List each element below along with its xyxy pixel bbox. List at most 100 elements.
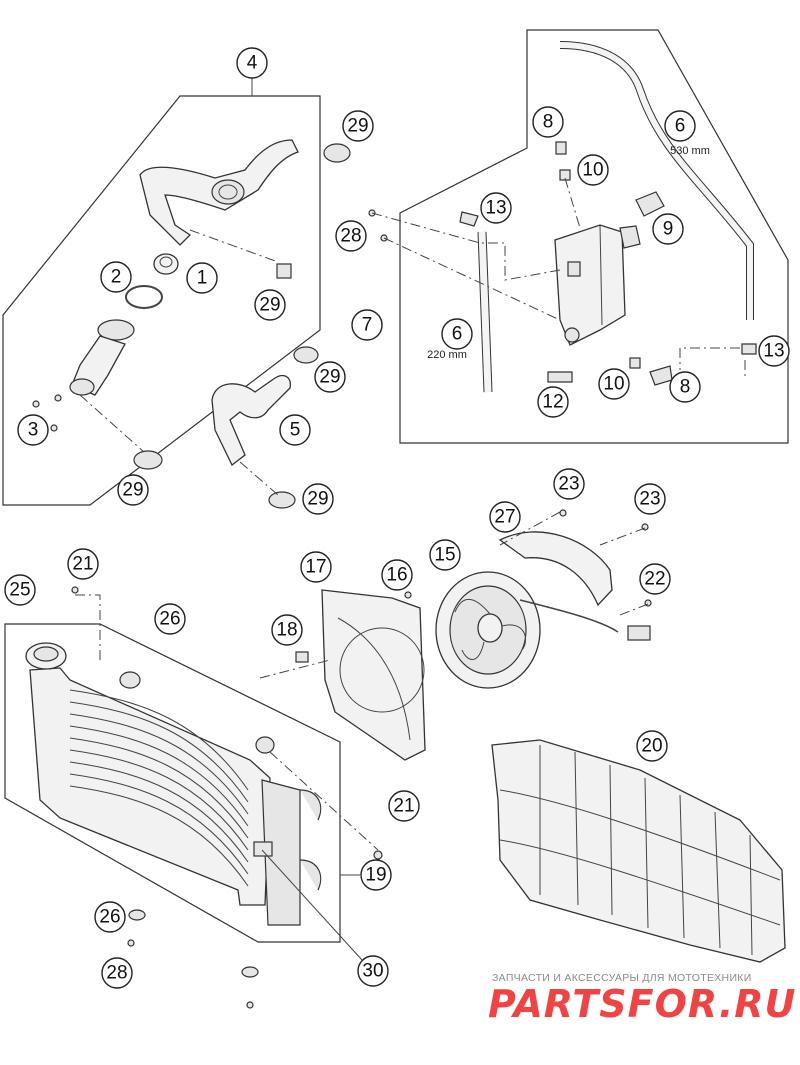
svg-text:23: 23 — [558, 474, 579, 495]
fan-shroud — [321, 589, 426, 761]
overflow-hose-short — [477, 231, 493, 393]
svg-text:21: 21 — [393, 796, 414, 817]
svg-text:13: 13 — [763, 341, 784, 362]
callout-5: 5 — [279, 414, 311, 446]
callout-29-bottom-right: 29 — [302, 483, 334, 515]
callout-28-top: 28 — [335, 220, 367, 252]
svg-text:6: 6 — [452, 324, 463, 345]
svg-text:28: 28 — [340, 226, 361, 247]
expansion-tank-group-frame — [399, 29, 789, 444]
tank-cap-and-fittings — [368, 141, 757, 386]
hose-clamp-insert — [276, 263, 292, 279]
svg-text:13: 13 — [485, 198, 506, 219]
svg-text:1: 1 — [197, 268, 208, 289]
watermark-tagline: ЗАПЧАСТИ И АКСЕССУАРЫ ДЛЯ МОТОТЕХНИКИ — [492, 972, 752, 984]
callout-25: 25 — [4, 574, 36, 606]
svg-text:29: 29 — [259, 295, 280, 316]
watermark-logo: PARTSFOR.RU — [488, 982, 797, 1026]
svg-text:28: 28 — [106, 963, 127, 984]
callout-20: 20 — [636, 730, 668, 762]
callout-17: 17 — [300, 551, 332, 583]
radiator-guard — [491, 739, 786, 963]
upper-radiator-hose — [139, 139, 299, 246]
callout-10-top: 10 — [577, 154, 609, 186]
callout-6-bottom: 6 — [441, 318, 473, 350]
callout-23-right: 23 — [634, 483, 666, 515]
dimension-label-short: 220 mm — [427, 349, 467, 361]
callout-29-right: 29 — [314, 361, 346, 393]
callout-15: 15 — [429, 539, 461, 571]
callout-29-mid: 29 — [254, 289, 286, 321]
callout-13-bottom: 13 — [758, 335, 790, 367]
callout-19: 19 — [360, 859, 392, 891]
fan-leader-lines — [259, 511, 649, 679]
svg-text:10: 10 — [603, 374, 624, 395]
svg-text:6: 6 — [675, 116, 686, 137]
callout-2: 2 — [100, 261, 132, 293]
callout-1: 1 — [186, 262, 218, 294]
svg-text:25: 25 — [9, 580, 30, 601]
callout-8-bottom: 8 — [669, 371, 701, 403]
svg-text:29: 29 — [307, 489, 328, 510]
hose-group-leader-lines — [79, 229, 279, 496]
svg-text:8: 8 — [543, 112, 554, 133]
svg-text:15: 15 — [434, 545, 455, 566]
svg-text:3: 3 — [28, 420, 39, 441]
svg-text:19: 19 — [365, 865, 386, 886]
callout-23-left: 23 — [553, 468, 585, 500]
svg-text:23: 23 — [639, 489, 660, 510]
callout-7: 7 — [351, 309, 383, 341]
svg-text:17: 17 — [305, 557, 326, 578]
svg-text:2: 2 — [111, 267, 122, 288]
svg-text:29: 29 — [319, 367, 340, 388]
overflow-hose-long — [559, 41, 754, 320]
dimension-label-long: 530 mm — [670, 145, 710, 157]
svg-text:9: 9 — [663, 219, 674, 240]
svg-text:5: 5 — [290, 420, 301, 441]
callout-29-bottom-left: 29 — [117, 474, 149, 506]
callout-18: 18 — [271, 614, 303, 646]
fan-cover — [498, 531, 613, 607]
callout-26-bottom: 26 — [94, 901, 126, 933]
callout-10-bottom: 10 — [598, 368, 630, 400]
hose-group-frame — [2, 95, 321, 506]
hose-clamps — [133, 143, 351, 509]
radiator-mount-parts — [71, 586, 383, 1009]
callout-22: 22 — [639, 563, 671, 595]
callout-30: 30 — [357, 955, 389, 987]
svg-text:30: 30 — [362, 961, 383, 982]
cooling-fan — [435, 571, 541, 689]
svg-text:20: 20 — [641, 736, 662, 757]
svg-text:29: 29 — [122, 480, 143, 501]
svg-text:10: 10 — [582, 160, 603, 181]
svg-text:16: 16 — [386, 565, 407, 586]
callout-16: 16 — [381, 559, 413, 591]
callout-28-bottom: 28 — [101, 957, 133, 989]
lower-hose-with-fitting — [69, 319, 135, 396]
svg-text:26: 26 — [99, 907, 120, 928]
fan-cable-and-connector — [519, 599, 651, 641]
svg-text:27: 27 — [494, 507, 515, 528]
callout-29-top: 29 — [342, 110, 374, 142]
expansion-tank — [554, 224, 641, 346]
svg-text:7: 7 — [362, 315, 373, 336]
callout-12: 12 — [537, 386, 569, 418]
callout-21-bottom: 21 — [388, 790, 420, 822]
small-screws — [32, 394, 62, 432]
fan-screws — [295, 509, 652, 663]
callout-6-top: 6 — [664, 110, 696, 142]
svg-text:18: 18 — [276, 620, 297, 641]
callout-13-top: 13 — [480, 192, 512, 224]
o-ring — [125, 285, 163, 309]
callout-27: 27 — [489, 501, 521, 533]
svg-text:12: 12 — [542, 392, 563, 413]
callout-9: 9 — [652, 213, 684, 245]
radiator-leader-lines — [75, 594, 379, 851]
svg-text:4: 4 — [247, 53, 258, 74]
callout-3: 3 — [17, 414, 49, 446]
callout-8-top: 8 — [532, 106, 564, 138]
thermostat-part — [153, 253, 179, 275]
callout-26-top: 26 — [154, 603, 186, 635]
svg-text:22: 22 — [644, 569, 665, 590]
